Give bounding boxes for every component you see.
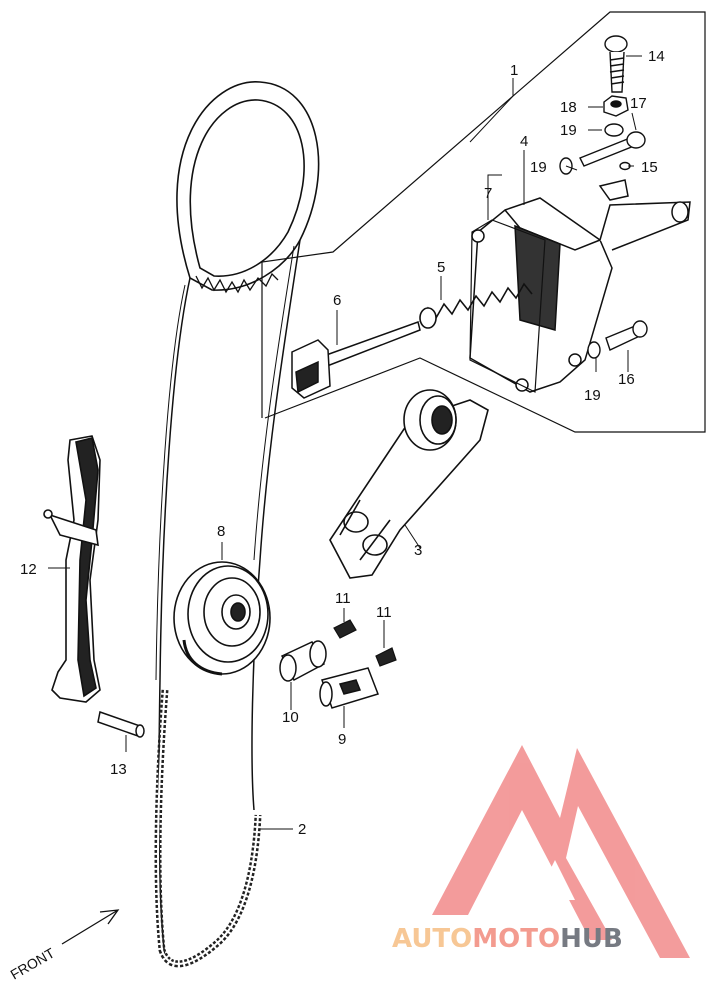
callout-19-mid: 19: [530, 159, 547, 176]
callout-11-left: 11: [335, 590, 351, 607]
callout-3: 3: [414, 542, 422, 559]
callout-14: 14: [648, 48, 665, 65]
front-arrow: [61, 909, 120, 945]
tensioner-spring: [419, 282, 533, 329]
tensioner-roller: [173, 561, 271, 676]
svg-text:AUTOMOTOHUB: AUTOMOTOHUB: [392, 924, 623, 954]
cam-sprocket: [176, 81, 320, 294]
callout-15: 15: [641, 159, 658, 176]
collar-10: [279, 640, 327, 682]
automotohub-logo-icon: [432, 745, 690, 958]
callout-2: 2: [298, 821, 306, 838]
callout-10: 10: [282, 709, 299, 726]
washer-19-bottom: [587, 341, 601, 359]
watermark-hub: HUB: [560, 924, 623, 954]
mounting-bolt-16: [605, 320, 648, 351]
callout-8: 8: [217, 523, 225, 540]
callout-12: 12: [20, 561, 37, 578]
callout-13: 13: [110, 761, 127, 778]
watermark-moto: MOTO: [472, 924, 560, 954]
callout-11-right: 11: [376, 604, 392, 621]
callout-7: 7: [484, 185, 492, 202]
cam-chain: [154, 239, 301, 968]
clip-11-right: [375, 647, 397, 667]
clip-11-left: [333, 619, 357, 639]
adjuster-bolt-14: [604, 35, 628, 93]
watermark-auto: AUTO: [392, 924, 472, 954]
tensioner-push-rod: [291, 321, 421, 399]
tensioner-arm: [329, 389, 489, 579]
callout-18: 18: [560, 99, 577, 116]
front-direction-indicator: FRONT: [8, 909, 120, 983]
pivot-pin-9: [319, 667, 379, 709]
lock-nut-18: [603, 95, 629, 117]
callout-5: 5: [437, 259, 445, 276]
callout-19-bottom: 19: [584, 387, 601, 404]
gasket: [469, 219, 546, 393]
washer-19-top: [604, 123, 624, 137]
leader-lines: [48, 55, 642, 830]
automotohub-watermark: AUTOMOTOHUB: [392, 745, 690, 958]
dowel-pin-13: [97, 711, 145, 738]
callout-16: 16: [618, 371, 635, 388]
front-label: FRONT: [8, 944, 58, 982]
callout-labels: 1 2 3 4 5 6 7 8 9 10 11 11 12 13 14 15 1…: [20, 48, 665, 838]
callout-19-top: 19: [560, 122, 577, 139]
callout-9: 9: [338, 731, 346, 748]
callout-17: 17: [630, 95, 647, 112]
chain-guide: [43, 435, 101, 703]
callout-1: 1: [510, 62, 518, 79]
adjuster-bolt-17: [579, 131, 646, 167]
tensioner-housing: [469, 179, 691, 393]
callout-4: 4: [520, 133, 528, 150]
callout-6: 6: [333, 292, 341, 309]
